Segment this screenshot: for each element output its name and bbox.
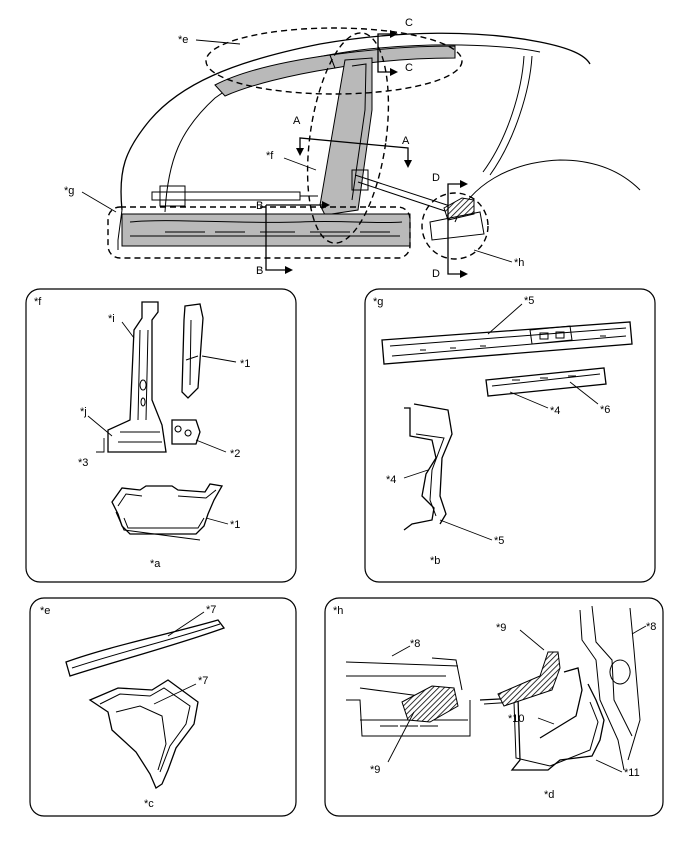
label-h-panel: *h [333, 605, 343, 617]
b-pillar [319, 57, 373, 216]
vehicle-side-view: A A B B C C D D *e [64, 17, 641, 280]
callout-e-roof [205, 27, 463, 95]
label-g-panel: *g [373, 296, 383, 308]
rear-area-view [345, 661, 471, 737]
b-pillar-reinforcement-detail [185, 319, 199, 386]
rocker-outer-detail [389, 325, 627, 357]
section-b-profile [403, 407, 437, 531]
section-d-marker: D D [432, 172, 468, 280]
label-e-main: *e [178, 34, 188, 46]
section-a-label-right: A [402, 135, 410, 147]
pillar-bracket [171, 419, 201, 445]
rear-member-outline [429, 211, 485, 241]
section-c-marker: C C [377, 17, 413, 76]
panel-f: *f *i *1 *j *2 *3 *1 *a [25, 288, 297, 583]
section-b-label-bottom: B [256, 265, 263, 277]
b-pillar-reinforcement [181, 303, 204, 399]
label-2: *2 [230, 448, 240, 460]
label-7-lower: *7 [198, 675, 208, 687]
section-b-profile-outer [413, 403, 453, 525]
section-d-seal [609, 607, 641, 761]
b-pillar-outer-part [107, 301, 167, 453]
label-h-main: *h [514, 257, 524, 269]
section-c-profile-inner [99, 687, 191, 773]
section-c-label-top: C [405, 17, 413, 29]
section-d-upright [579, 605, 633, 771]
label-e-panel: *e [40, 605, 50, 617]
rear-wheel-arch [454, 159, 641, 223]
label-11: *11 [624, 767, 640, 779]
section-a-marker: A A [293, 115, 412, 168]
section-a-profile [111, 483, 224, 535]
quarter-window-line-2 [482, 55, 525, 173]
rocker-inner-part [485, 367, 607, 397]
seat-rail-detail [159, 185, 318, 207]
label-b: *b [430, 555, 440, 567]
section-d-part-10 [539, 667, 583, 739]
label-5-upper: *5 [524, 295, 534, 307]
panel-h: *h *8 *9 *9 *8 *10 *11 *d [324, 597, 664, 817]
section-b-label-top: B [256, 200, 263, 212]
label-10: *10 [508, 713, 525, 725]
callout-h-rear [421, 192, 489, 260]
label-8-right: *8 [646, 621, 656, 633]
section-d-hatched-part [497, 651, 561, 707]
label-6: *6 [600, 404, 610, 416]
section-d-label-top: D [432, 172, 440, 184]
rear-member-part [401, 685, 459, 723]
label-3: *3 [78, 457, 88, 469]
section-c-label-bottom: C [405, 62, 413, 74]
label-i: *i [108, 313, 115, 325]
label-4-upper: *4 [550, 405, 560, 417]
roof-rail-part [65, 619, 226, 677]
label-g-main: *g [64, 185, 74, 197]
front-body-edge [117, 209, 123, 250]
section-a-label-left: A [293, 115, 301, 127]
callout-g-rocker [107, 206, 411, 259]
b-pillar-outer-detail [118, 329, 162, 443]
a-pillar [214, 54, 336, 97]
panel-e: *e *7 *7 *c [29, 597, 297, 817]
pillar-bracket-detail [174, 425, 192, 437]
label-f-panel: *f [34, 296, 42, 308]
section-c-profile [88, 679, 199, 789]
callout-f-pillar [306, 32, 390, 244]
label-7-upper: *7 [206, 604, 216, 616]
label-1-upper: *1 [240, 358, 250, 370]
seat-rail [151, 191, 301, 201]
roof-rail-part-detail [71, 623, 221, 669]
section-a-profile-inner [115, 489, 217, 541]
label-c: *c [144, 798, 154, 810]
b-pillar-inner [351, 63, 367, 201]
label-4-lower: *4 [386, 474, 396, 486]
section-b-marker: B B [256, 200, 330, 277]
quarter-window-line [489, 55, 533, 176]
label-j: *j [80, 406, 87, 418]
label-f-main: *f [266, 150, 274, 162]
label-d: *d [544, 789, 554, 801]
rocker-inner-detail [491, 373, 601, 387]
panel-g: *g *5 *4 *6 *4 *5 *b [364, 288, 656, 583]
label-5-lower: *5 [494, 535, 504, 547]
label-a: *a [150, 558, 161, 570]
rocker-detail [129, 220, 403, 237]
label-1-lower: *1 [230, 519, 240, 531]
b-pillar-holes [139, 379, 147, 407]
label-9-upper: *9 [496, 622, 506, 634]
section-d-label-bottom: D [432, 268, 440, 280]
label-9-lower: *9 [370, 764, 380, 776]
rocker-outer-holes [420, 331, 606, 351]
section-b-profile-inner [415, 433, 445, 517]
body-outline [120, 32, 591, 211]
label-8-left: *8 [410, 638, 420, 650]
section-d-profile [479, 683, 605, 771]
